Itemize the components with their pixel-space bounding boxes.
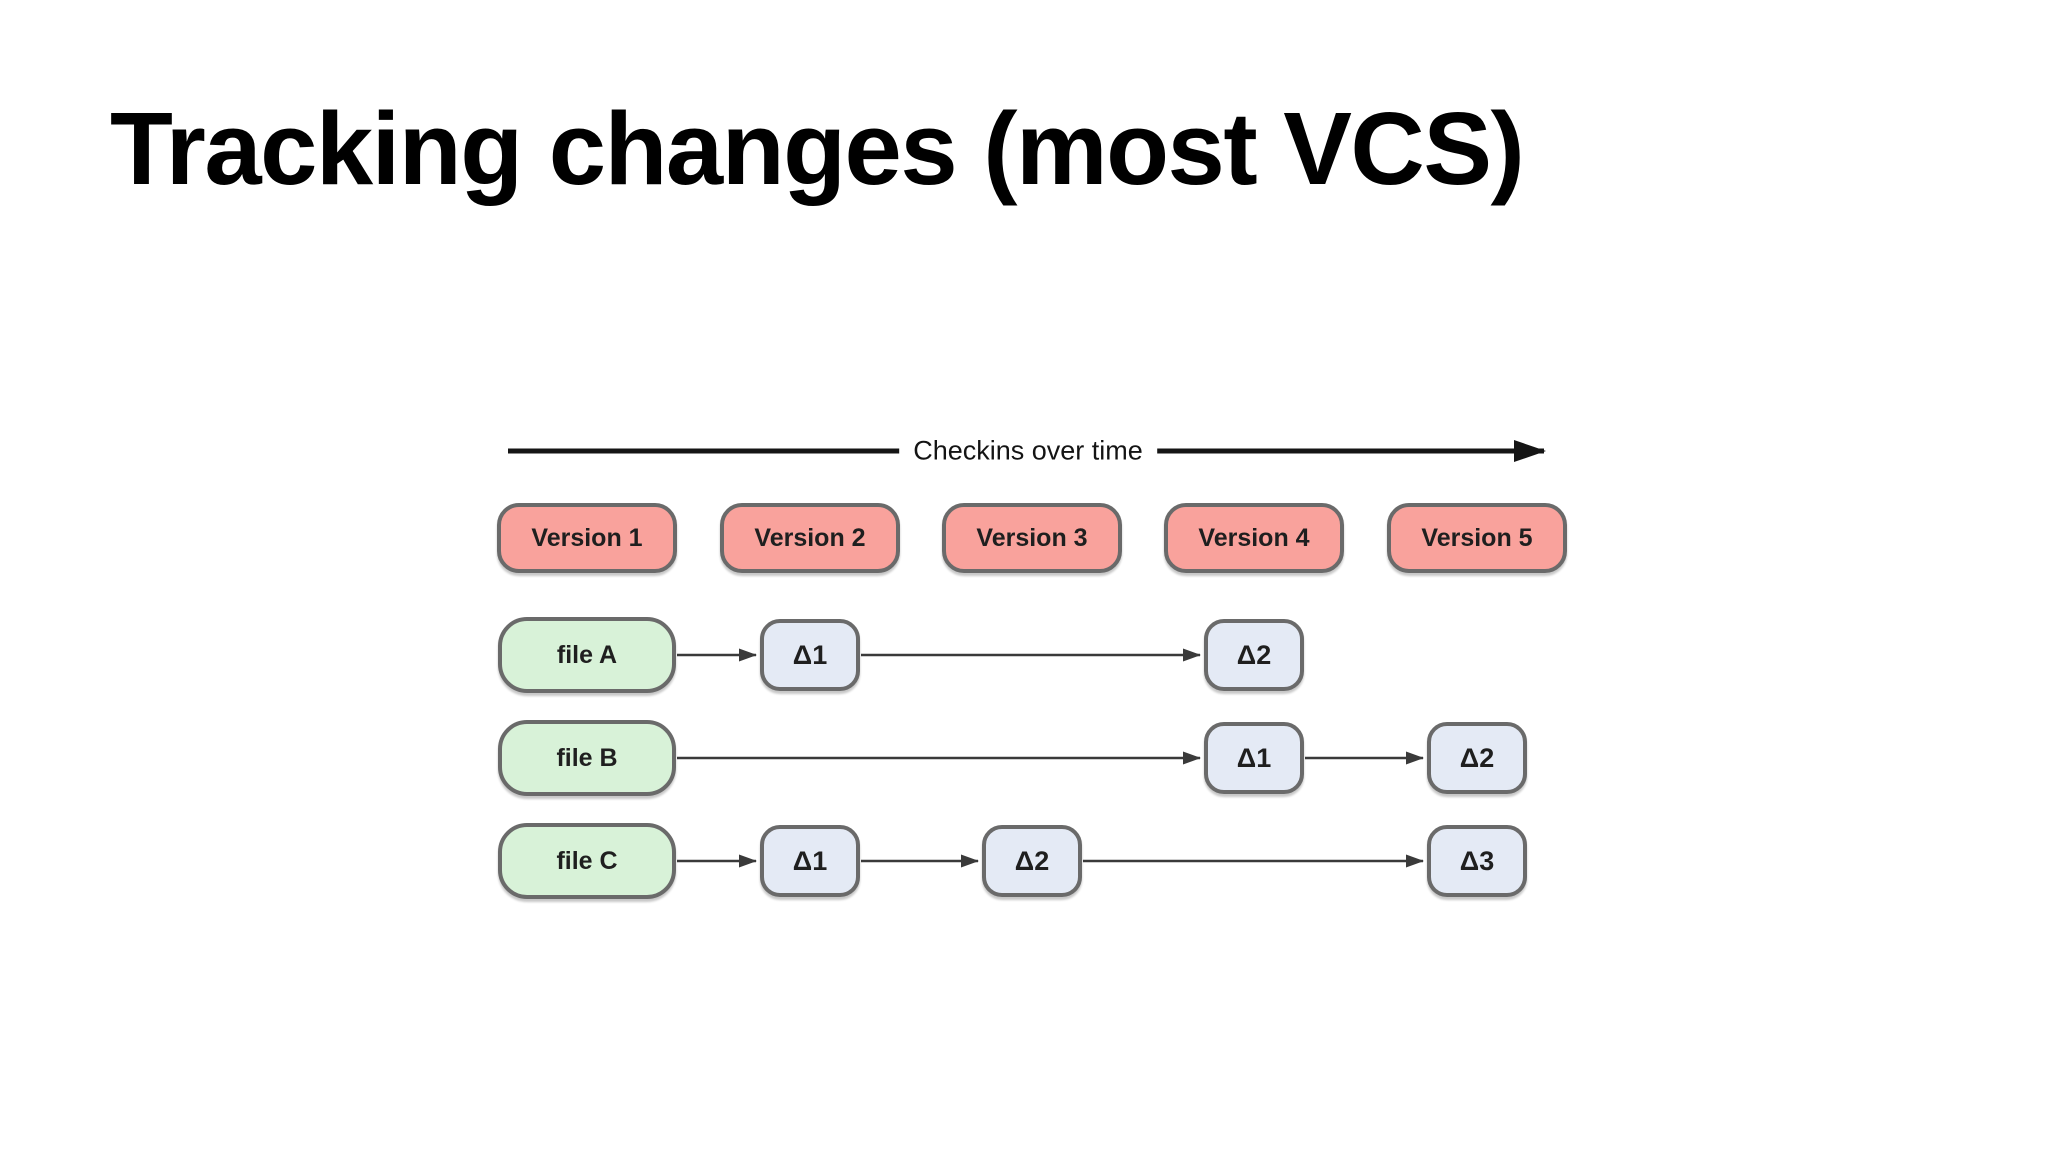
- version-label: Version 1: [531, 523, 643, 552]
- version-box: Version 5: [1387, 503, 1567, 573]
- version-box: Version 3: [942, 503, 1122, 573]
- file-label: file B: [556, 743, 618, 772]
- delta-label: Δ2: [1014, 845, 1050, 876]
- version-label: Version 5: [1421, 523, 1533, 552]
- delta-label: Δ1: [792, 845, 828, 876]
- delta-label: Δ2: [1459, 742, 1495, 773]
- delta-label: Δ3: [1459, 845, 1495, 876]
- version-box: Version 4: [1164, 503, 1344, 573]
- version-label: Version 2: [754, 523, 866, 552]
- delta-box: Δ1: [760, 825, 860, 897]
- file-box: file C: [498, 823, 676, 899]
- delta-box: Δ2: [1427, 722, 1527, 794]
- version-label: Version 4: [1198, 523, 1310, 552]
- version-box: Version 1: [497, 503, 677, 573]
- slide-title: Tracking changes (most VCS): [110, 91, 1525, 206]
- version-box: Version 2: [720, 503, 900, 573]
- delta-label: Δ1: [1236, 742, 1272, 773]
- file-box: file A: [498, 617, 676, 693]
- delta-box: Δ1: [1204, 722, 1304, 794]
- delta-box: Δ1: [760, 619, 860, 691]
- file-label: file C: [556, 846, 618, 875]
- version-label: Version 3: [976, 523, 1088, 552]
- delta-box: Δ2: [982, 825, 1082, 897]
- file-box: file B: [498, 720, 676, 796]
- delta-label: Δ1: [792, 639, 828, 670]
- delta-box: Δ3: [1427, 825, 1527, 897]
- delta-box: Δ2: [1204, 619, 1304, 691]
- delta-label: Δ2: [1236, 639, 1272, 670]
- file-label: file A: [556, 640, 618, 669]
- timeline-label: Checkins over time: [899, 435, 1157, 467]
